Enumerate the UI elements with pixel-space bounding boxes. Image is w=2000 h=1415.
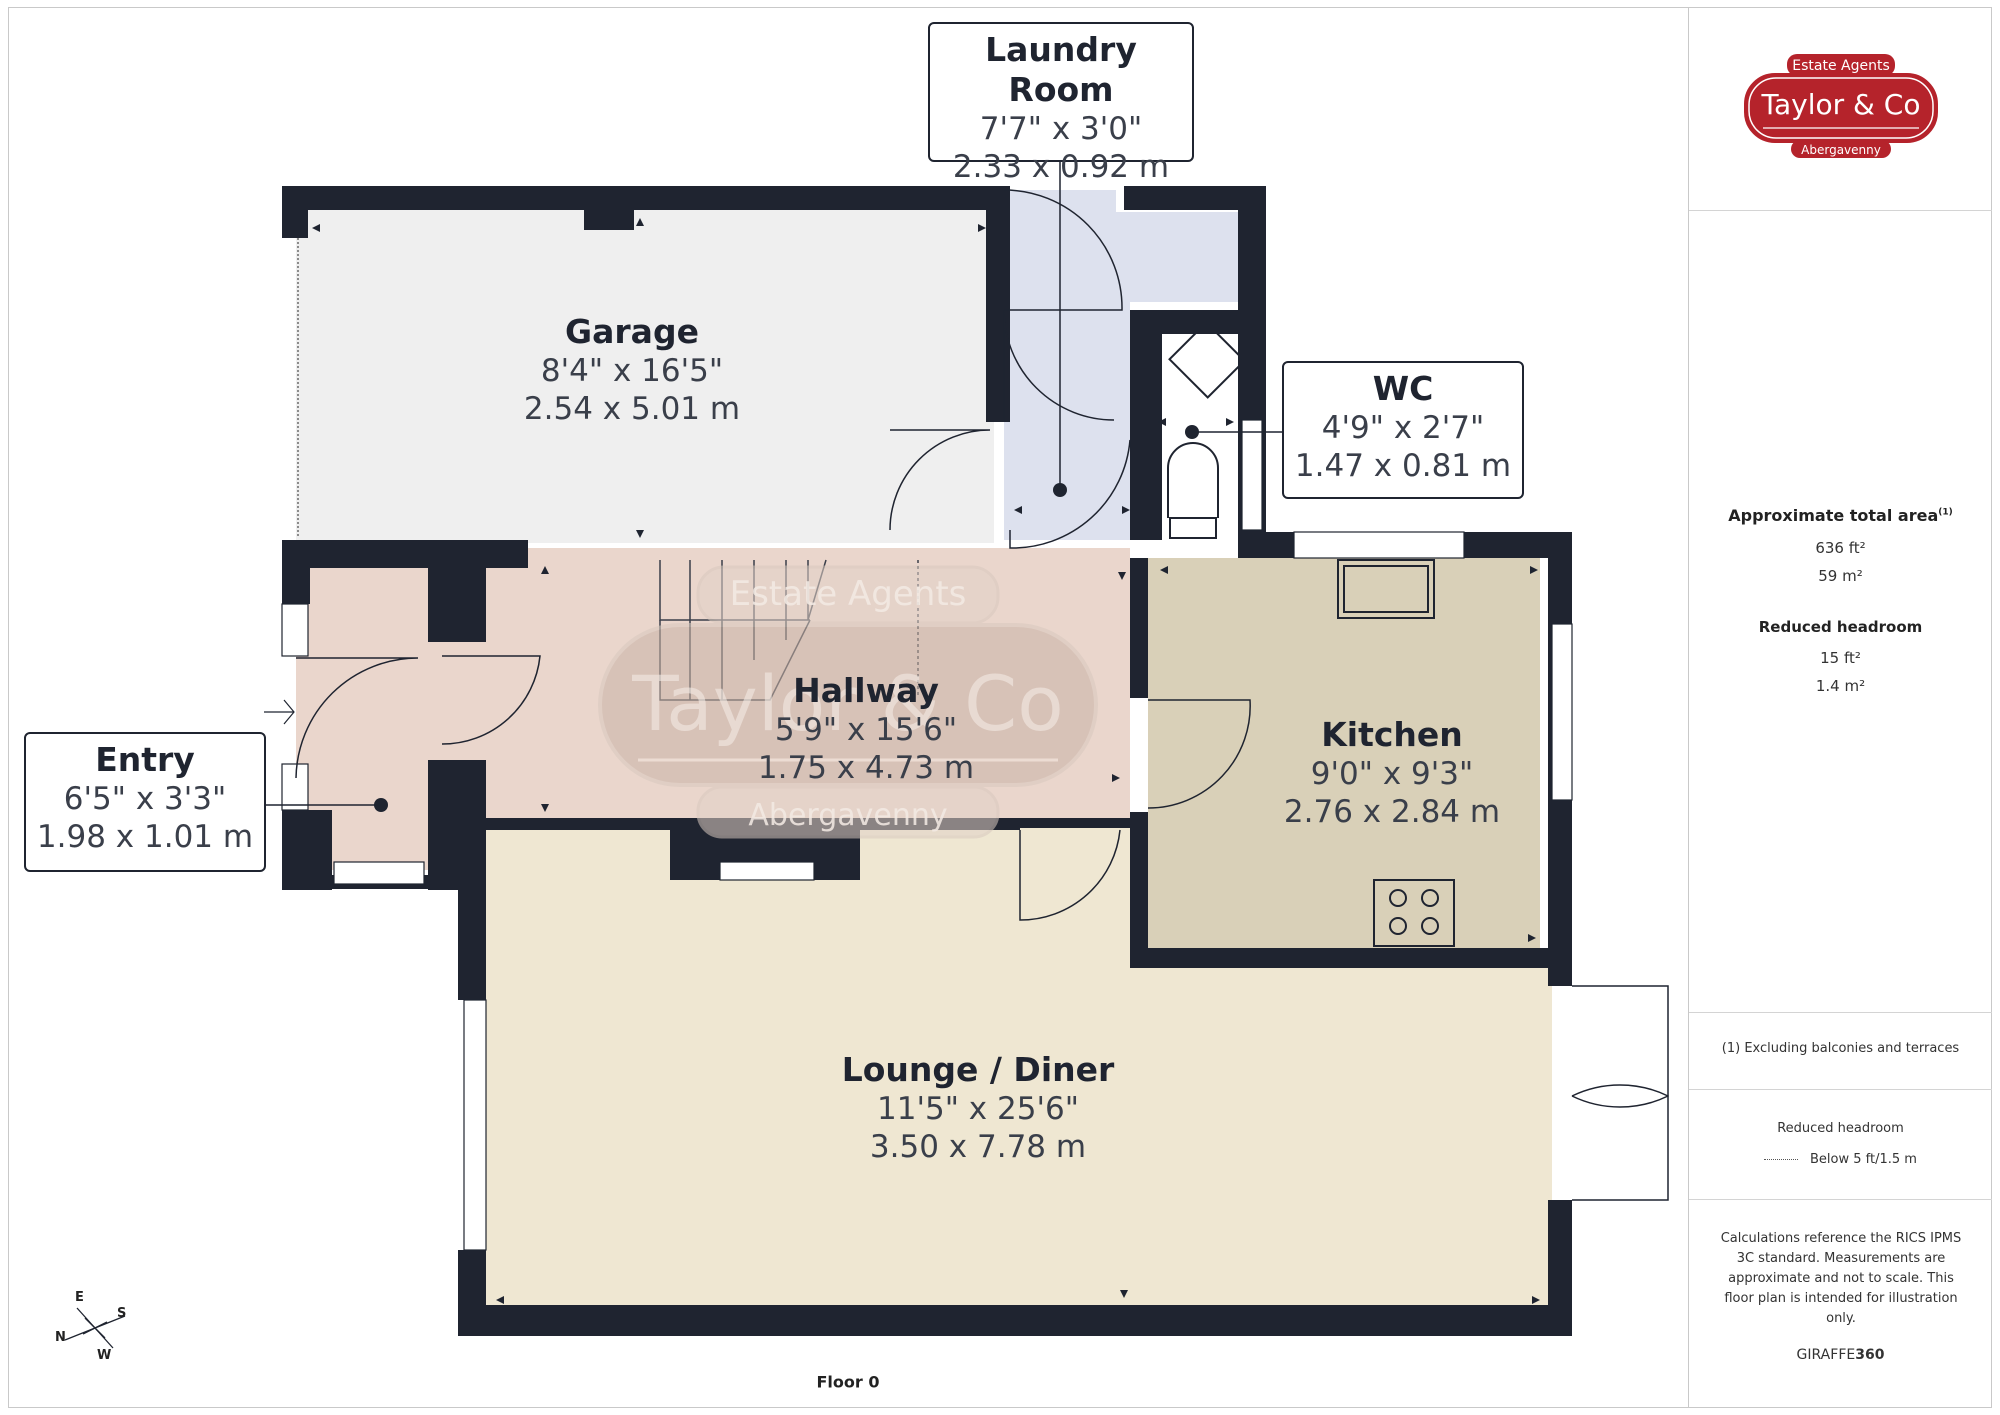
panel-divider-4 (1689, 1199, 1992, 1200)
garage-imperial: 8'4" x 16'5" (540, 353, 724, 389)
lounge-name: Lounge / Diner (841, 1050, 1115, 1089)
compass-w: W (97, 1348, 112, 1363)
logo-top: Estate Agents (1792, 58, 1890, 74)
reduced-ft: 15 ft² (1820, 649, 1861, 667)
company-logo: Estate Agents Taylor & Co Abergavenny (1744, 54, 1938, 158)
floor-label: Floor 0 (816, 1372, 880, 1392)
kitchen-floor (1148, 558, 1540, 950)
info-panel: Approximate total area(1) 636 ft² 59 m² … (1688, 7, 1992, 1408)
hallway-imperial: 5'9" x 15'6" (774, 712, 958, 748)
footnote: (1) Excluding balconies and terraces (1721, 1041, 1960, 1056)
disclaimer: Calculations reference the RICS IPMS 3C … (1720, 1231, 1962, 1326)
brand-mark: GIRAFFE360 (1689, 1347, 1992, 1363)
entry-arrow (264, 699, 295, 725)
entry-name: Entry (95, 740, 195, 779)
area-title-sup: (1) (1938, 507, 1953, 518)
reduced-m: 1.4 m² (1815, 677, 1866, 695)
area-total-m: 59 m² (1818, 567, 1863, 585)
wc-callout: WC 4'9" x 2'7" 1.47 x 0.81 m (1282, 361, 1524, 499)
laundry-floor (1004, 190, 1238, 540)
compass-s: S (117, 1306, 127, 1321)
area-title-line: Approximate total area(1) (1689, 506, 1992, 525)
logo-main: Taylor & Co (1761, 88, 1921, 121)
legend-dotted-line (1764, 1159, 1799, 1160)
panel-divider-2 (1689, 1012, 1992, 1013)
wc-imperial: 4'9" x 2'7" (1321, 410, 1485, 446)
floor-plan (264, 160, 1669, 1336)
garage-label: Garage 8'4" x 16'5" 2.54 x 5.01 m (524, 312, 740, 428)
hallway-label: Hallway 5'9" x 15'6" 1.75 x 4.73 m (758, 671, 974, 787)
lounge-floor (486, 828, 1552, 1305)
callout-leaders (266, 160, 1282, 806)
brand-suffix: 360 (1855, 1347, 1885, 1363)
compass-e: E (75, 1290, 84, 1305)
lounge-metric: 3.50 x 7.78 m (869, 1129, 1087, 1165)
page-frame (8, 7, 1992, 1408)
laundry-callout: Laundry Room 7'7" x 3'0" 2.33 x 0.92 m (928, 22, 1194, 185)
wc-fixtures (1167, 321, 1246, 539)
panel-divider-3 (1689, 1089, 1992, 1090)
legend-title: Reduced headroom (1777, 1121, 1904, 1136)
compass: E S N W (55, 1288, 135, 1368)
laundry-imperial: 7'7" x 3'0" (979, 111, 1143, 147)
area-total-ft: 636 ft² (1815, 539, 1866, 557)
entry-imperial: 6'5" x 3'3" (63, 781, 227, 817)
legend-item-label: Below 5 ft/1.5 m (1810, 1152, 1917, 1167)
garage-metric: 2.54 x 5.01 m (523, 391, 741, 427)
kitchen-imperial: 9'0" x 9'3" (1310, 756, 1474, 792)
hallway-name: Hallway (793, 671, 939, 710)
entry-callout: Entry 6'5" x 3'3" 1.98 x 1.01 m (24, 732, 266, 872)
brand-prefix: GIRAFFE (1796, 1347, 1856, 1363)
lounge-label: Lounge / Diner 11'5" x 25'6" 3.50 x 7.78… (842, 1050, 1115, 1166)
laundry-metric: 2.33 x 0.92 m (952, 149, 1170, 185)
panel-divider-1 (1689, 210, 1992, 211)
legend-item: Below 5 ft/1.5 m (1689, 1152, 1992, 1167)
kitchen-fixtures (1337, 559, 1455, 947)
area-title: Approximate total area (1728, 506, 1939, 525)
logo-bottom: Abergavenny (1801, 143, 1881, 157)
windows (281, 419, 1573, 1251)
kitchen-name: Kitchen (1321, 715, 1463, 754)
compass-n: N (55, 1330, 66, 1345)
kitchen-metric: 2.76 x 2.84 m (1283, 794, 1501, 830)
compass-icon (64, 1307, 126, 1349)
lounge-imperial: 11'5" x 25'6" (877, 1091, 1079, 1127)
wc-metric: 1.47 x 0.81 m (1294, 448, 1512, 484)
doors (295, 189, 1669, 1201)
reduced-title: Reduced headroom (1758, 618, 1923, 636)
garage-name: Garage (565, 312, 699, 351)
wc-name: WC (1372, 369, 1434, 408)
entry-metric: 1.98 x 1.01 m (36, 819, 254, 855)
laundry-name: Laundry Room (985, 30, 1137, 109)
garage-floor (296, 210, 994, 543)
dimension-arrows (312, 218, 1540, 1304)
kitchen-label: Kitchen 9'0" x 9'3" 2.76 x 2.84 m (1284, 715, 1500, 831)
hallway-metric: 1.75 x 4.73 m (757, 750, 975, 786)
